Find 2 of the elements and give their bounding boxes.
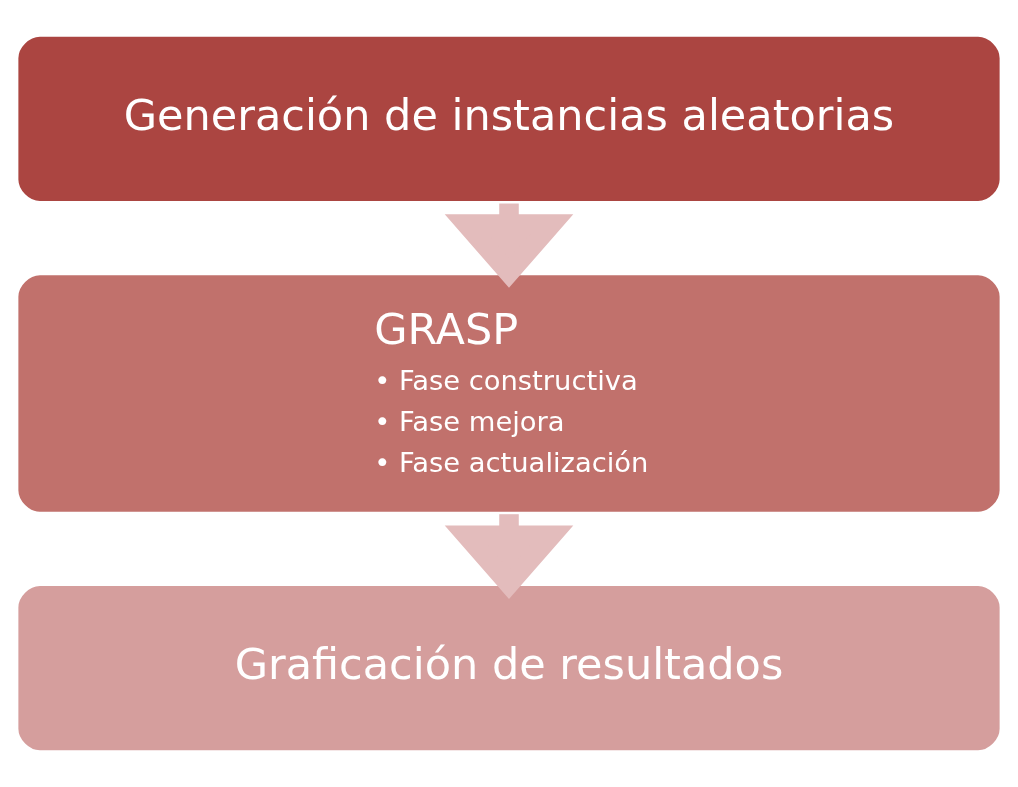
arrow <box>444 203 574 288</box>
arrow <box>444 514 574 599</box>
